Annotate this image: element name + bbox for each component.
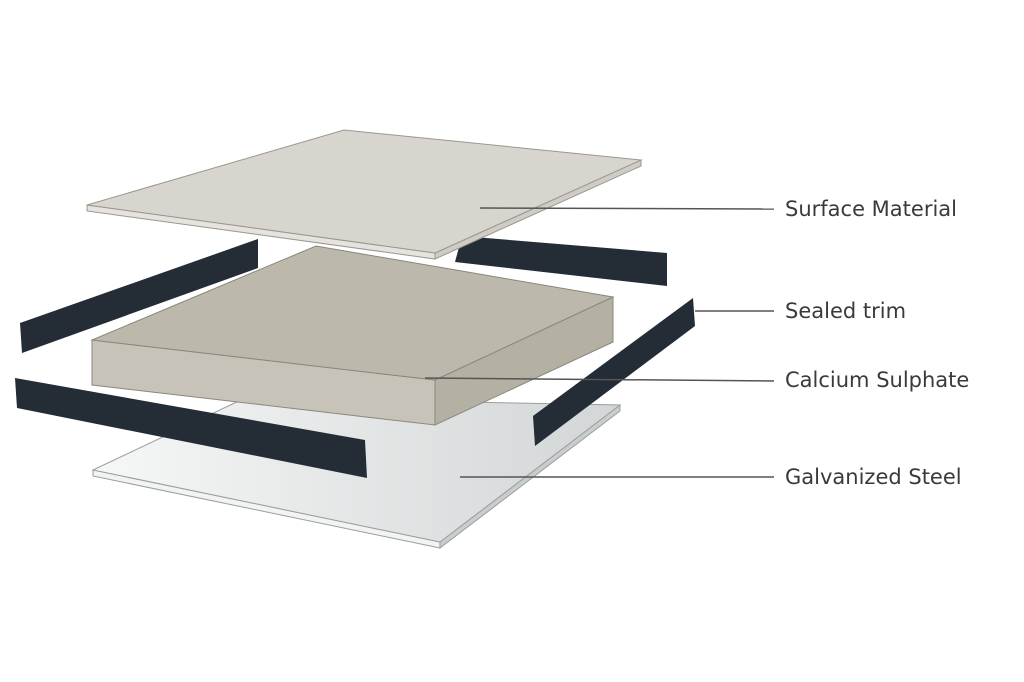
sealed-trim-front-left [15,378,367,478]
surface-material-sheet [86,129,643,260]
leader-line-calcium [424,377,775,382]
calcium-sulphate-block [90,245,615,426]
label-surface-material: Surface Material [785,197,957,221]
sealed-trim-back-right [455,236,667,286]
label-sealed-trim: Sealed trim [785,299,907,323]
sealed-trim-back-left [20,239,258,353]
leader-line-surface [479,207,775,210]
label-calcium-sulphate: Calcium Sulphate [785,368,970,392]
label-galvanized-steel: Galvanized Steel [785,465,962,489]
sealed-trim-front-right [533,298,695,446]
